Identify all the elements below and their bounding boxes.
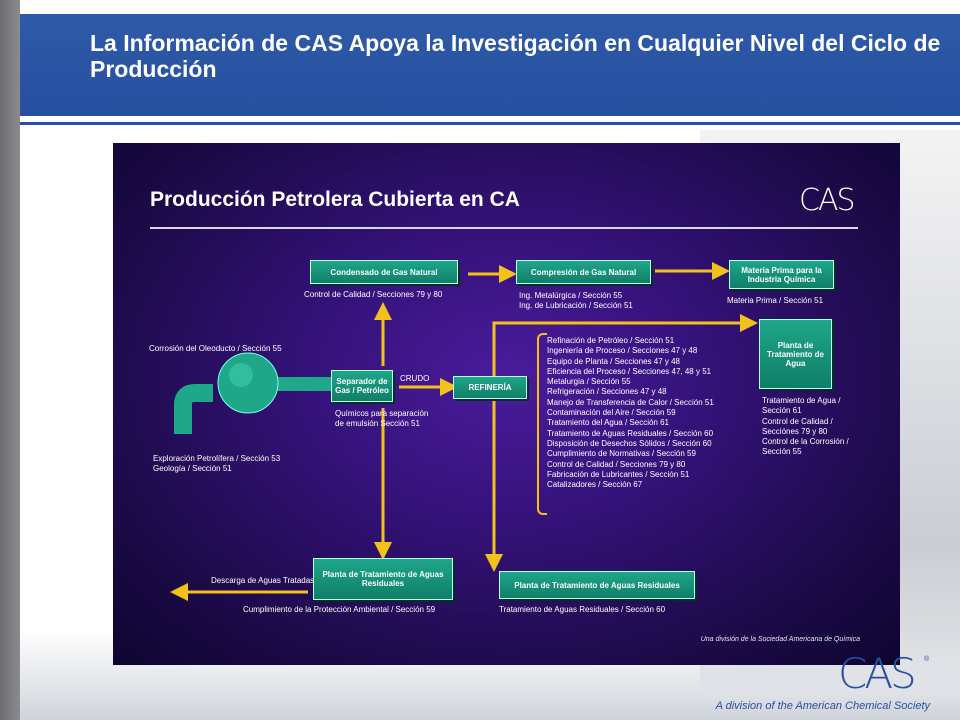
list-agua-item: Control de la Corrosión /: [762, 437, 849, 447]
footer-tagline: A division of the American Chemical Soci…: [715, 700, 930, 712]
label-crudo: CRUDO: [400, 374, 430, 383]
title-banner: [20, 14, 960, 116]
label-descarga: Descarga de Aguas Tratadas: [211, 576, 315, 585]
label-quimicos-2: de emulsión Sección 51: [335, 419, 420, 428]
list-agua-item: Control de Calidad /: [762, 416, 833, 426]
list-agua-item: Tratamiento de Agua /: [762, 396, 841, 405]
list-refineria-item: Contaminación del Aire / Sección 59: [547, 408, 676, 418]
diagram-title-rule: [150, 227, 858, 229]
list-refineria-item: Manejo de Transferencia de Calor / Secci…: [547, 397, 714, 407]
list-refineria-item: Refinación de Petróleo / Sección 51: [547, 336, 675, 345]
list-agua-item: Sección 55: [762, 447, 802, 457]
list-refineria-item: Disposición de Desechos Sólidos / Secció…: [547, 438, 712, 448]
registered-mark: ®: [924, 656, 930, 663]
list-refineria-item: Tratamiento de Aguas Residuales / Secció…: [547, 428, 714, 438]
list-refineria-item: Catalizadores / Sección 67: [547, 480, 643, 490]
box-compresion: Compresión de Gas Natural: [516, 260, 651, 284]
label-quimicos-1: Químicos para separación: [335, 409, 429, 418]
list-refineria-item: Equipo de Planta / Secciones 47 y 48: [547, 356, 680, 366]
left-accent-bar: [0, 0, 20, 720]
page-title: La Información de CAS Apoya la Investiga…: [90, 30, 941, 82]
arrow-refineria-agua: [492, 314, 758, 376]
list-refineria-item: Metalurgia / Sección 55: [547, 377, 631, 387]
label-exploracion-1: Exploración Petrolífera / Sección 53: [153, 454, 281, 463]
list-refineria-item: Fabricación de Lubricantes / Sección 51: [547, 469, 690, 479]
diagram-title: Producción Petrolera Cubierta en CA: [150, 188, 520, 211]
diagram-panel: Producción Petrolera Cubierta en CA CAS: [113, 143, 900, 665]
oil-pipe-icon: [174, 352, 331, 434]
list-agua-item: Secciónes 79 y 80: [762, 426, 828, 436]
list-refineria-item: Cumplimiento de Normativas / Sección 59: [547, 449, 696, 459]
box-refineria: REFINERÍA: [453, 376, 527, 399]
list-refineria-item: Tratamiento del Agua / Sección 61: [547, 418, 669, 428]
list-refineria-item: Ingeniería de Proceso / Secciones 47 y 4…: [547, 346, 698, 356]
list-refineria-item: Eficiencia del Proceso / Secciones 47, 4…: [547, 366, 712, 376]
label-exploracion-2: Geología / Sección 51: [153, 464, 232, 473]
box-planta-agua: Planta de Tratamiento de Agua: [759, 319, 832, 389]
label-residuales-sub: Tratamiento de Aguas Residuales / Secció…: [499, 605, 666, 614]
flow-arrows: [170, 262, 758, 601]
diagram-footer: Una división de la Sociedad Americana de…: [700, 636, 860, 643]
box-condensado: Condensado de Gas Natural: [310, 260, 458, 284]
box-planta-residuales-right: Planta de Tratamiento de Aguas Residuale…: [499, 571, 695, 599]
title-underline: [20, 122, 960, 125]
label-condensado-sub: Control de Calidad / Secciones 79 y 80: [304, 290, 443, 299]
refinery-bracket: [537, 333, 547, 515]
label-corrosion: Corrosión del Oleoducto / Sección 55: [149, 344, 282, 353]
list-refineria: Refinación de Petróleo / Sección 51 Inge…: [547, 336, 714, 490]
cas-logo-footer-icon: CAS: [838, 649, 917, 698]
list-refineria-item: Control de Calidad / Secciones 79 y 80: [547, 459, 686, 469]
label-materia-sub: Materia Prima / Sección 51: [727, 296, 824, 305]
label-compresion-sub1: Ing. Metalúrgica / Sección 55: [519, 291, 623, 300]
cas-logo-icon: CAS: [799, 183, 855, 218]
box-materia-prima: Materia Prima para la Industria Química: [729, 260, 834, 289]
label-compresion-sub2: Ing. de Lubricación / Sección 51: [519, 301, 633, 310]
list-agua-item: Sección 61: [762, 406, 802, 416]
list-refineria-item: Refrigeración / Secciones 47 y 48: [547, 387, 667, 397]
label-cumplimiento: Cumplimiento de la Protección Ambiental …: [243, 605, 436, 614]
box-planta-residuales-left: Planta de Tratamiento de Aguas Residuale…: [313, 558, 453, 600]
list-agua: Tratamiento de Agua / Sección 61 Control…: [762, 396, 849, 458]
box-separador: Separador de Gas / Petróleo: [331, 370, 393, 402]
